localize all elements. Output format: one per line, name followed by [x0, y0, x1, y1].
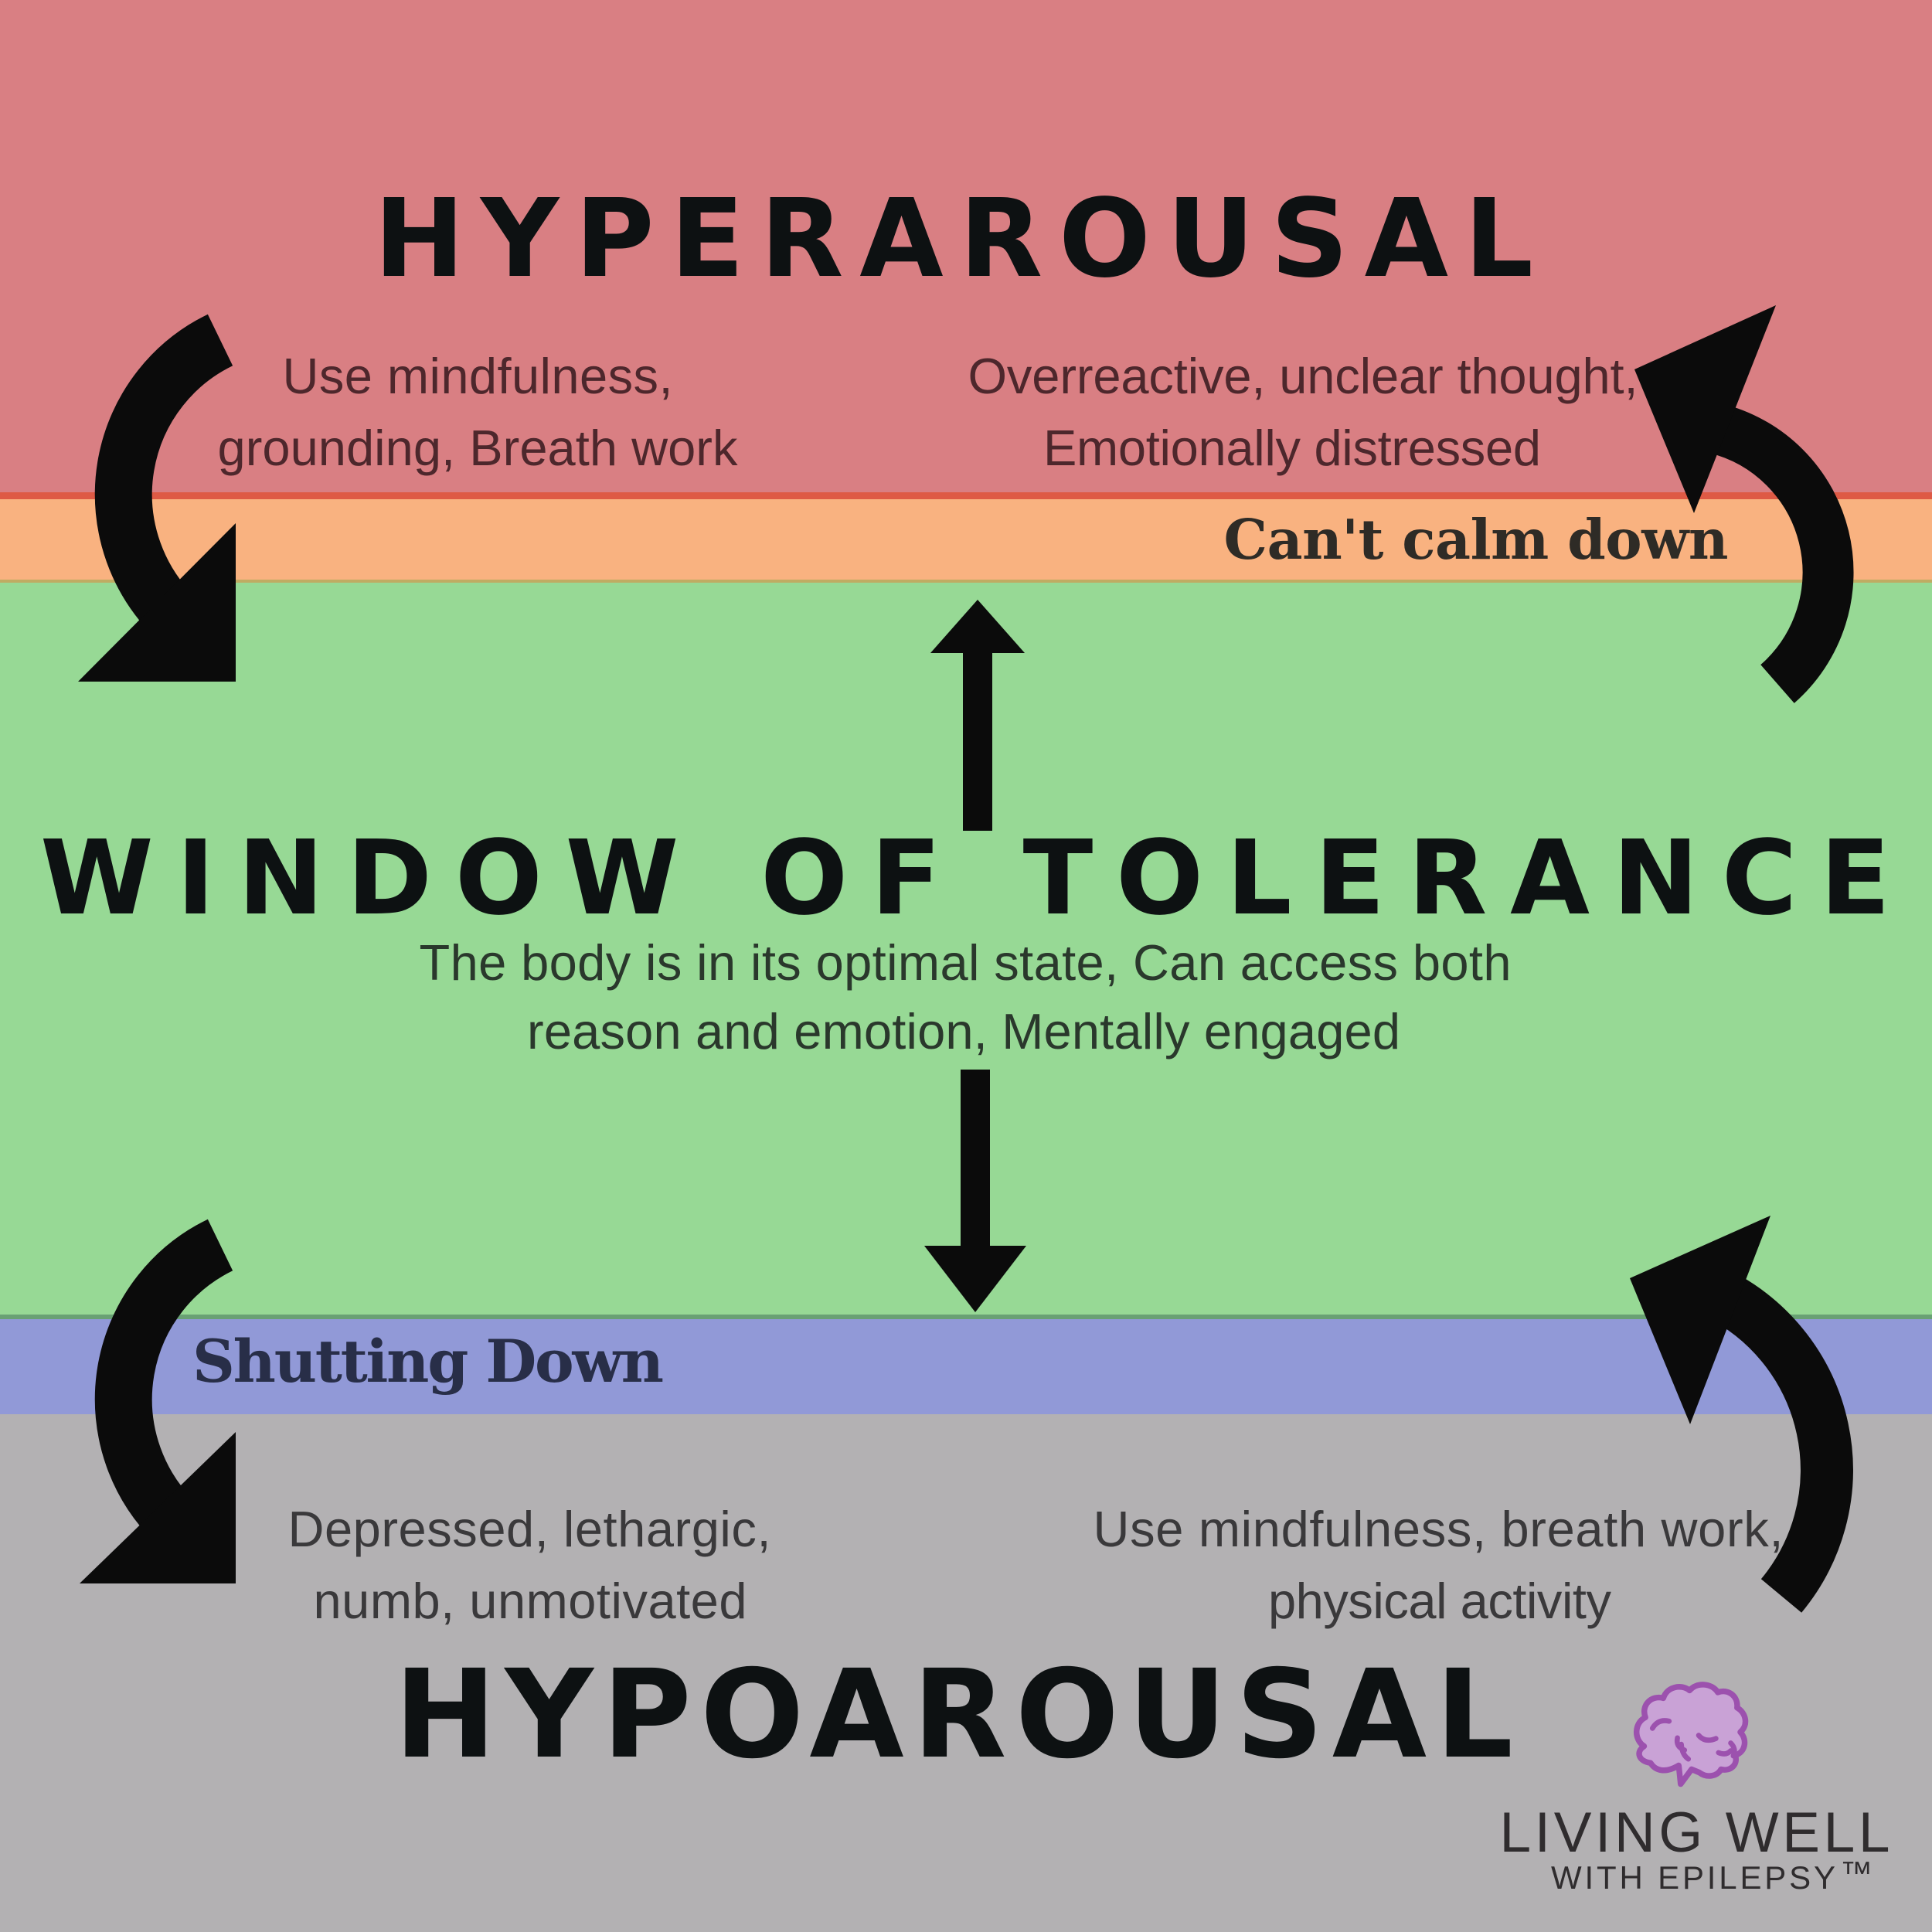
hypoarousal-band	[0, 1414, 1932, 1932]
trademark-symbol: ™	[1840, 1855, 1872, 1891]
curved-arrow-top-left-head	[78, 523, 236, 682]
hypoarousal-title: HYPOAROUSAL	[394, 1644, 1513, 1786]
brain-folds	[1649, 1718, 1737, 1762]
hypoarousal-symptom-line-2: numb, unmotivated	[314, 1573, 747, 1629]
arrow-down-icon	[924, 1070, 1026, 1312]
brain-fold-line	[1728, 1740, 1737, 1759]
window-description-line-2: reason and emotion, Mentally engaged	[527, 1003, 1400, 1060]
cant-calm-down-label: Can't calm down	[1224, 507, 1729, 572]
hypoarousal-coping-line-1: Use mindfulness, breath work,	[1094, 1501, 1784, 1557]
curved-arrow-bottom-right-head	[1630, 1216, 1770, 1424]
hyperarousal-band	[0, 0, 1932, 492]
shutting-down-band	[0, 1319, 1932, 1414]
curved-arrow-top-right-shaft	[1708, 403, 1854, 703]
arrow-down-head	[924, 1246, 1026, 1312]
cant-calm-down-band	[0, 499, 1932, 580]
hypoarousal-coping-line-2: physical activity	[1268, 1573, 1612, 1629]
hypoarousal-symptom-line-1: Depressed, lethargic,	[288, 1501, 771, 1557]
arrow-up-head	[930, 600, 1025, 653]
curved-arrow-bottom-left-head	[80, 1432, 236, 1583]
brain-fold-line	[1679, 1741, 1692, 1762]
brand-name-line-1: LIVING WELL	[1500, 1801, 1890, 1864]
brain-fold-line	[1696, 1733, 1719, 1743]
hyperarousal-symptom-line-2: Emotionally distressed	[1043, 420, 1541, 476]
brain-fold-line	[1716, 1748, 1733, 1757]
brain-fold-line	[1649, 1718, 1672, 1731]
curved-arrow-top-left-shaft	[94, 314, 233, 638]
brain-outline	[1633, 1682, 1749, 1787]
curved-arrow-bottom-left-shaft	[94, 1219, 233, 1543]
orange-green-divider-line	[0, 580, 1932, 583]
curved-arrow-bottom-right-shaft	[1704, 1269, 1853, 1613]
curved-arrow-top-right-icon	[1634, 305, 1854, 703]
hyperarousal-symptom-line-1: Overreactive, unclear thought,	[968, 348, 1638, 404]
curved-arrow-top-right-head	[1634, 305, 1776, 513]
arrow-up-stem	[963, 653, 992, 831]
arrow-down-stem	[961, 1070, 990, 1246]
hyperarousal-divider-line	[0, 492, 1932, 499]
window-of-tolerance-title: WINDOW OF TOLERANCE	[40, 819, 1890, 938]
window-description-line-1: The body is in its optimal state, Can ac…	[420, 934, 1512, 991]
curved-arrow-top-left-icon	[78, 314, 236, 682]
shutting-down-label: Shutting Down	[192, 1327, 664, 1396]
hyperarousal-coping-line-2: grounding, Breath work	[218, 420, 739, 476]
hyperarousal-coping-line-1: Use mindfulness,	[283, 348, 673, 404]
green-blue-divider-line	[0, 1315, 1932, 1319]
arrow-up-icon	[930, 600, 1025, 831]
curved-arrow-bottom-left-icon	[80, 1219, 236, 1583]
curved-arrow-bottom-right-icon	[1630, 1216, 1853, 1613]
brain-icon	[1633, 1682, 1749, 1787]
